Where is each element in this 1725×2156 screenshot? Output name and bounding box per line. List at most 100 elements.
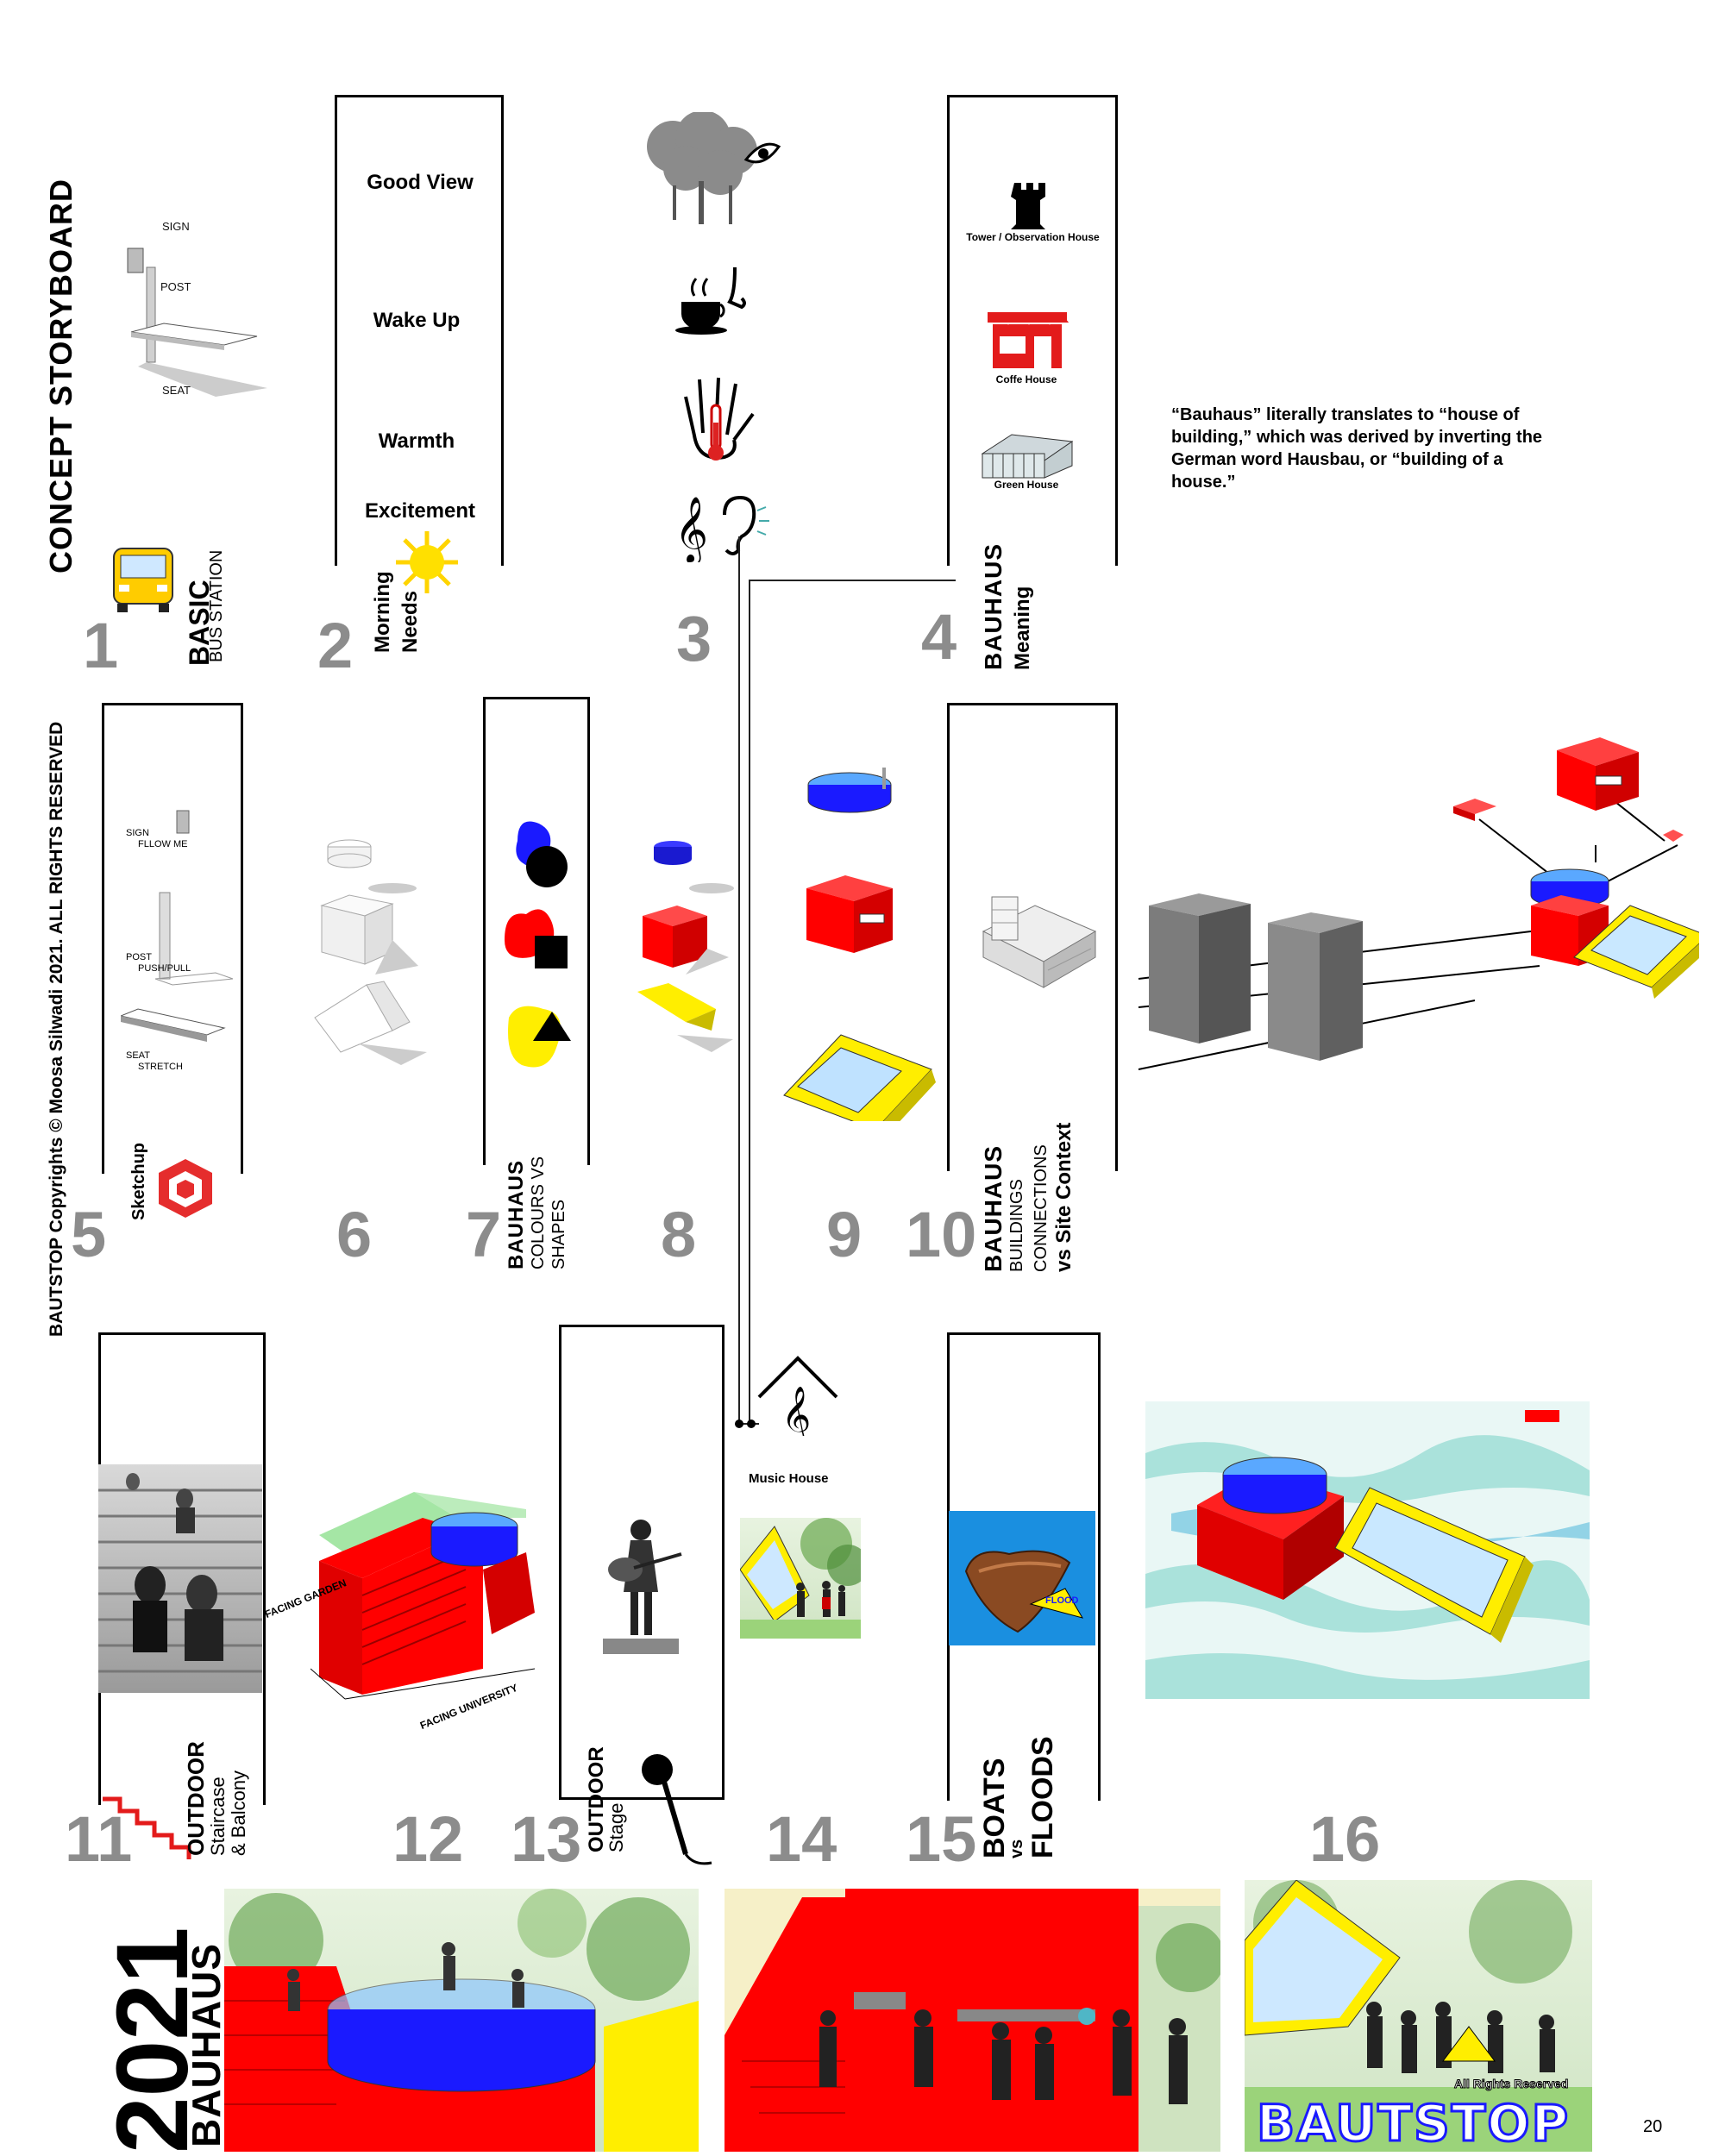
sign-label: SIGN xyxy=(162,220,190,233)
sketchup-logo-icon xyxy=(159,1159,212,1218)
panel-number-11: 11 xyxy=(65,1803,133,1875)
guitarist-figure xyxy=(603,1520,682,1654)
panel10-caption3: CONNECTIONS xyxy=(1032,1144,1051,1272)
panel-number-1: 1 xyxy=(83,610,119,681)
panel4-caption2: Meaning xyxy=(1011,586,1034,670)
connector-line xyxy=(738,536,740,1425)
page-number: 20 xyxy=(1643,2117,1663,2136)
bus-stop-sketch xyxy=(127,248,267,397)
panel-number-14: 14 xyxy=(766,1803,837,1875)
panel-number-6: 6 xyxy=(336,1199,373,1270)
panel11-caption1: OUTDOOR xyxy=(183,1741,209,1856)
white-shapes-sketch xyxy=(314,839,427,1065)
panel-number-3: 3 xyxy=(676,603,712,674)
flood-badge: FLOOD xyxy=(1045,1595,1079,1606)
panel15-frame xyxy=(947,1332,1101,1801)
panel-number-12: 12 xyxy=(392,1803,464,1875)
render-green-house: All Rights Reserved BAUTSTOP xyxy=(1245,1880,1592,2152)
page-title: CONCEPT STORYBOARD xyxy=(43,178,78,573)
panel13-frame xyxy=(559,1325,724,1800)
render-staircase-stage xyxy=(224,1889,699,2152)
panel10-caption1: BAUHAUS xyxy=(980,1145,1007,1272)
year-bauhaus-label: BAUHAUS xyxy=(184,1943,229,2147)
panel-number-13: 13 xyxy=(511,1803,582,1875)
need-wake-up: Wake Up xyxy=(373,309,461,332)
panel10-caption4: vs Site Context xyxy=(1052,1122,1076,1272)
microphone-icon xyxy=(642,1754,712,1865)
all-rights-reserved-mark: All Rights Reserved xyxy=(1453,2077,1569,2091)
site-context-model xyxy=(1138,737,1699,1070)
tower-icon xyxy=(1011,183,1045,229)
connector-line xyxy=(749,580,956,581)
panel1-subtitle: BUS STATION xyxy=(207,549,226,662)
panel-number-2: 2 xyxy=(317,610,354,681)
panel5-post2-text: PUSH/PULL xyxy=(138,963,191,974)
panel7-frame xyxy=(483,697,590,1165)
panel-number-9: 9 xyxy=(826,1199,862,1270)
panel2-caption2: Needs xyxy=(398,590,422,653)
hand-thermometer-icon xyxy=(684,377,755,461)
flood-model-render xyxy=(1145,1401,1590,1699)
coffee-house-icon xyxy=(986,312,1070,368)
connector-dot xyxy=(735,1420,743,1428)
bauhaus-staircase-model xyxy=(310,1492,536,1700)
coffee-smell-icon xyxy=(675,266,746,335)
panel2-caption1: Morning xyxy=(371,571,394,653)
panel2-frame xyxy=(335,95,504,566)
panel5-sign-text: SIGN xyxy=(126,828,149,838)
panel-number-7: 7 xyxy=(466,1199,502,1270)
tree-eye-icon xyxy=(647,112,781,224)
render-coffee-house xyxy=(724,1889,1220,2152)
seat-label: SEAT xyxy=(162,384,191,397)
boat-flood-image: FLOOD xyxy=(949,1511,1095,1645)
panel5-seat-text: SEAT xyxy=(126,1050,150,1061)
svg-text:𝄞: 𝄞 xyxy=(674,496,708,562)
panel5-sign2-text: FLLOW ME xyxy=(138,839,188,849)
music-house-render xyxy=(740,1518,861,1639)
panel4-frame xyxy=(947,95,1118,566)
need-warmth: Warmth xyxy=(378,429,455,453)
panel5-frame xyxy=(102,703,243,1174)
bauhaus-quote: “Bauhaus” literally translates to “house… xyxy=(1171,405,1543,492)
colour-shapes xyxy=(505,821,571,1068)
green-house-label: Green House xyxy=(994,479,1059,491)
panel15-caption2: vs xyxy=(1007,1839,1026,1858)
connector-line xyxy=(749,580,750,1423)
panel13-caption2: Stage xyxy=(605,1802,627,1853)
panel4-caption1: BAUHAUS xyxy=(980,543,1007,670)
panel-number-15: 15 xyxy=(906,1803,977,1875)
green-house-icon xyxy=(981,434,1074,479)
panel5-post-text: POST xyxy=(126,952,152,962)
panel-number-16: 16 xyxy=(1309,1803,1381,1875)
panel10-caption2: BUILDINGS xyxy=(1007,1179,1026,1272)
panel7-caption3: SHAPES xyxy=(549,1199,568,1269)
coloured-3d-shapes xyxy=(637,841,734,1052)
panel-number-8: 8 xyxy=(661,1199,697,1270)
panel10-frame xyxy=(947,703,1118,1171)
interactive-bus-stop-sketch xyxy=(121,810,234,1042)
sketchup-label: Sketchup xyxy=(129,1142,148,1220)
post-label: POST xyxy=(160,280,191,293)
svg-text:𝄞: 𝄞 xyxy=(781,1385,811,1436)
bauhaus-dessau-building-icon xyxy=(982,896,1097,988)
outdoor-staircase-photo xyxy=(98,1464,262,1693)
sun-icon xyxy=(396,531,458,593)
staircase-icon xyxy=(103,1796,191,1859)
music-house-label: Music House xyxy=(749,1471,829,1486)
bautstop-logo: BAUTSTOP xyxy=(1255,2093,1571,2153)
panel5-seat2-text: STRETCH xyxy=(138,1062,183,1072)
panel7-caption1: BAUHAUS xyxy=(505,1160,528,1269)
panel-number-4: 4 xyxy=(921,601,957,673)
connector-dot xyxy=(747,1420,756,1428)
coffee-house-label: Coffe House xyxy=(995,373,1057,385)
need-excitement: Excitement xyxy=(364,499,476,523)
music-ear-icon: 𝄞 xyxy=(674,495,769,562)
panel-number-10: 10 xyxy=(906,1199,977,1270)
copyright-text: BAUTSTOP Copyrights © Moosa Silwadi 2021… xyxy=(47,721,66,1337)
panel11-caption3: & Balcony xyxy=(228,1770,249,1856)
panel7-caption2: COLOURS VS xyxy=(529,1156,548,1269)
tower-label: Tower / Observation House xyxy=(966,231,1100,243)
